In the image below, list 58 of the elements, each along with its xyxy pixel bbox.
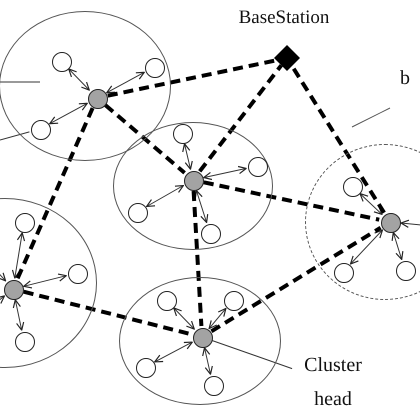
sensor-node bbox=[145, 58, 165, 78]
dashed-link bbox=[290, 64, 386, 214]
sensor-node bbox=[201, 224, 221, 244]
arrow bbox=[154, 342, 193, 362]
sensor-node bbox=[173, 124, 193, 144]
arrow bbox=[359, 193, 383, 215]
cluster-head-node bbox=[184, 171, 204, 191]
sensor-node bbox=[204, 376, 224, 396]
callout-label: Cluster head bbox=[294, 348, 372, 418]
arrow bbox=[49, 102, 88, 124]
arrow bbox=[23, 273, 67, 289]
sensor-node bbox=[334, 263, 354, 283]
sensor-node bbox=[396, 261, 416, 281]
sensor-node bbox=[136, 358, 156, 378]
arrow bbox=[0, 295, 6, 306]
sensor-node bbox=[248, 157, 268, 177]
dashed-link bbox=[107, 58, 277, 98]
cut-off-label: b bbox=[400, 66, 410, 90]
arrow bbox=[202, 347, 213, 375]
arrow bbox=[12, 299, 24, 331]
arrow bbox=[106, 72, 145, 94]
dashed-link bbox=[198, 64, 283, 173]
arrow bbox=[392, 232, 404, 260]
dashed-link bbox=[16, 107, 94, 280]
arrow bbox=[194, 190, 208, 224]
base-station-label: BaseStation bbox=[238, 6, 330, 30]
dashed-link bbox=[203, 180, 380, 222]
arrow bbox=[400, 220, 420, 228]
arrow bbox=[173, 307, 195, 330]
sensor-node bbox=[52, 52, 72, 72]
dashed-link bbox=[23, 290, 192, 336]
cluster-ellipse bbox=[113, 122, 273, 250]
cluster-ellipse bbox=[119, 277, 281, 405]
sensor-node bbox=[31, 120, 51, 140]
sensor-node bbox=[157, 291, 177, 311]
sensor-node bbox=[15, 213, 35, 233]
dashed-link bbox=[210, 226, 382, 333]
arrow bbox=[208, 308, 226, 330]
sensor-node bbox=[224, 291, 244, 311]
leader-line bbox=[212, 340, 293, 370]
sensor-node bbox=[15, 332, 35, 352]
sensor-node bbox=[128, 203, 148, 223]
sensor-node bbox=[343, 177, 363, 197]
cluster-head-node bbox=[381, 213, 401, 233]
dashed-link bbox=[104, 104, 186, 174]
cluster-head-node bbox=[4, 280, 24, 300]
arrow bbox=[182, 143, 193, 170]
arrow bbox=[12, 232, 26, 279]
arrow bbox=[350, 229, 384, 265]
leader-line bbox=[0, 131, 30, 140]
cluster-ellipse bbox=[0, 11, 171, 161]
sensor-node bbox=[68, 264, 88, 284]
arrow bbox=[68, 68, 90, 91]
cluster-ellipse bbox=[305, 144, 420, 300]
arrow bbox=[203, 166, 247, 180]
cluster-head-node bbox=[88, 89, 108, 109]
cluster-head-node bbox=[193, 328, 213, 348]
arrow bbox=[146, 184, 184, 208]
